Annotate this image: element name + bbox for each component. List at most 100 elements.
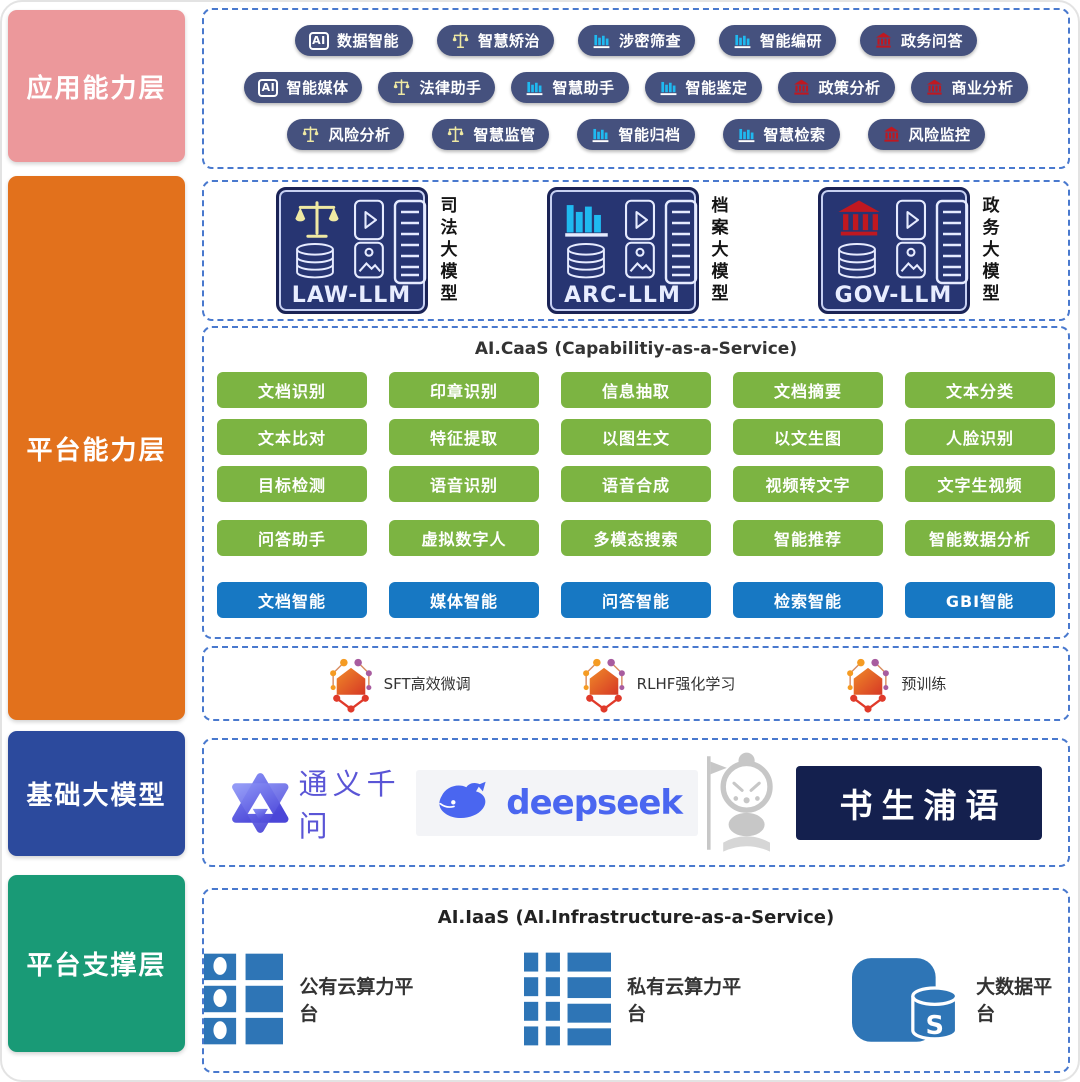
llm-name: LAW-LLM	[291, 283, 412, 308]
layer-label-support: 平台支撑层	[8, 875, 185, 1052]
caas-btn-text-classification[interactable]: 文本分类	[905, 372, 1055, 408]
image-icon	[624, 241, 655, 279]
caas-btn-media-intelligence[interactable]: 媒体智能	[389, 582, 539, 618]
caas-btn-seal-recognition[interactable]: 印章识别	[389, 372, 539, 408]
layer-label-text: 基础大模型	[26, 781, 167, 811]
badge-legal-assistant[interactable]: 法律助手	[378, 72, 496, 103]
caas-btn-text-compare[interactable]: 文本比对	[217, 419, 367, 455]
llm-domain-label: 司法大模型	[436, 195, 457, 306]
iaas-item-label: 私有云算力平台	[627, 976, 742, 1025]
svg-text:S: S	[925, 1011, 943, 1041]
caas-btn-object-detection[interactable]: 目标检测	[217, 466, 367, 502]
bank-icon	[837, 200, 880, 236]
caas-btn-gbi-intelligence[interactable]: GBI智能	[905, 582, 1055, 618]
bank-icon	[883, 126, 899, 142]
layer-label-application: 应用能力层	[8, 10, 185, 162]
play-icon	[624, 199, 655, 241]
tongyi-logo-text: 通义千问	[298, 766, 401, 843]
caas-section: AI.CaaS (Capabilitiy-as-a-Service) 文档识别 …	[202, 326, 1070, 639]
iaas-title: AI.IaaS (AI.Infrastructure-as-a-Service)	[437, 907, 835, 928]
caas-btn-doc-intelligence[interactable]: 文档智能	[217, 582, 367, 618]
badge-smart-assistant[interactable]: 智慧助手	[511, 72, 629, 103]
badge-smart-research[interactable]: 智能编研	[719, 25, 837, 56]
caas-btn-smart-data-analysis[interactable]: 智能数据分析	[905, 520, 1055, 556]
caas-btn-speech-synthesis[interactable]: 语音合成	[561, 466, 711, 502]
layer-label-text: 平台能力层	[26, 435, 167, 466]
molecule-icon	[328, 657, 373, 714]
llm-name: ARC-LLM	[564, 283, 681, 308]
caas-row: 文档识别 印章识别 信息抽取 文档摘要 文本分类	[217, 372, 1055, 408]
library-icon	[593, 128, 609, 143]
bank-icon	[926, 79, 942, 95]
caas-btn-smart-recommendation[interactable]: 智能推荐	[733, 520, 883, 556]
llm-card-gov[interactable]: GOV-LLM	[817, 187, 970, 314]
caas-btn-qa-intelligence[interactable]: 问答智能	[561, 582, 711, 618]
badge-smart-appraisal[interactable]: 智能鉴定	[644, 72, 762, 103]
caas-btn-doc-summary[interactable]: 文档摘要	[733, 372, 883, 408]
badge-smart-archiving[interactable]: 智能归档	[577, 119, 695, 150]
caas-row-blue: 文档智能 媒体智能 问答智能 检索智能 GBI智能	[217, 582, 1055, 618]
iaas-item-label: 大数据平台	[976, 976, 1053, 1025]
scale-icon	[302, 126, 320, 143]
library-icon	[660, 81, 676, 96]
caas-btn-doc-recognition[interactable]: 文档识别	[217, 372, 367, 408]
badge-gov-qa[interactable]: 政务问答	[860, 25, 978, 56]
scholar-mascot-icon	[698, 747, 788, 859]
training-section: SFT高效微调 RLHF强化学习 预训练	[202, 646, 1070, 721]
caas-btn-text-to-video[interactable]: 文字生视频	[905, 466, 1055, 502]
caas-btn-qa-assistant[interactable]: 问答助手	[217, 520, 367, 556]
badge-smart-supervision[interactable]: 智慧监管	[432, 119, 550, 150]
caas-btn-retrieval-intelligence[interactable]: 检索智能	[733, 582, 883, 618]
caas-btn-info-extraction[interactable]: 信息抽取	[561, 372, 711, 408]
play-icon	[895, 199, 926, 241]
llm-name: GOV-LLM	[834, 283, 953, 308]
layer-label-platform: 平台能力层	[8, 176, 185, 720]
public-cloud-icon	[204, 953, 284, 1045]
document-list-icon	[393, 199, 426, 285]
badge-row: 风险分析 智慧监管 智能归档 智慧检索 风险监控	[204, 119, 1068, 150]
badge-risk-analysis[interactable]: 风险分析	[287, 119, 405, 150]
badge-smart-correction[interactable]: 智慧矫治	[436, 25, 554, 56]
image-icon	[353, 241, 384, 279]
llm-domain-label: 政务大模型	[978, 195, 999, 306]
database-icon	[566, 242, 605, 278]
caas-btn-video-to-text[interactable]: 视频转文字	[733, 466, 883, 502]
caas-btn-feature-extraction[interactable]: 特征提取	[389, 419, 539, 455]
bigdata-icon: S	[851, 956, 958, 1044]
private-cloud-icon	[524, 952, 612, 1046]
caas-btn-face-recognition[interactable]: 人脸识别	[905, 419, 1055, 455]
caas-btn-speech-recognition[interactable]: 语音识别	[389, 466, 539, 502]
molecule-icon	[846, 657, 891, 714]
play-icon	[353, 199, 384, 241]
llm-gov: GOV-LLM 政务大模型	[817, 187, 999, 314]
badge-risk-monitoring[interactable]: 风险监控	[867, 119, 985, 150]
llm-law: LAW-LLM 司法大模型	[275, 187, 457, 314]
iaas-items-row: 公有云算力平台 私有云算力平台 S 大数据平台	[204, 950, 1068, 1048]
library-icon	[734, 34, 751, 49]
training-label: SFT高效微调	[383, 675, 471, 693]
llm-card-arc[interactable]: ARC-LLM	[546, 187, 699, 314]
badge-policy-analysis[interactable]: 政策分析	[777, 72, 895, 103]
llm-card-law[interactable]: LAW-LLM	[275, 187, 428, 314]
badge-business-analysis[interactable]: 商业分析	[910, 72, 1028, 103]
caas-title: AI.CaaS (Capabilitiy-as-a-Service)	[474, 339, 798, 359]
layer-label-text: 应用能力层	[26, 73, 167, 104]
scale-icon	[393, 79, 411, 96]
ai-icon: AI	[258, 78, 279, 97]
library-icon	[593, 34, 610, 49]
bank-icon	[793, 79, 809, 95]
library-icon	[738, 128, 754, 143]
caas-btn-virtual-human[interactable]: 虚拟数字人	[389, 520, 539, 556]
caas-btn-image-to-text[interactable]: 以图生文	[561, 419, 711, 455]
badge-classified-screening[interactable]: 涉密筛查	[577, 25, 695, 56]
caas-btn-text-to-image[interactable]: 以文生图	[733, 419, 883, 455]
llm-models-section: LAW-LLM 司法大模型 ARC-LLM 档案大模型	[202, 180, 1070, 321]
database-icon	[837, 242, 876, 278]
caas-grid: 文档识别 印章识别 信息抽取 文档摘要 文本分类 文本比对 特征提取 以图生文 …	[217, 372, 1055, 629]
badge-smart-retrieval[interactable]: 智慧检索	[722, 119, 840, 150]
caas-btn-multimodal-search[interactable]: 多模态搜索	[561, 520, 711, 556]
